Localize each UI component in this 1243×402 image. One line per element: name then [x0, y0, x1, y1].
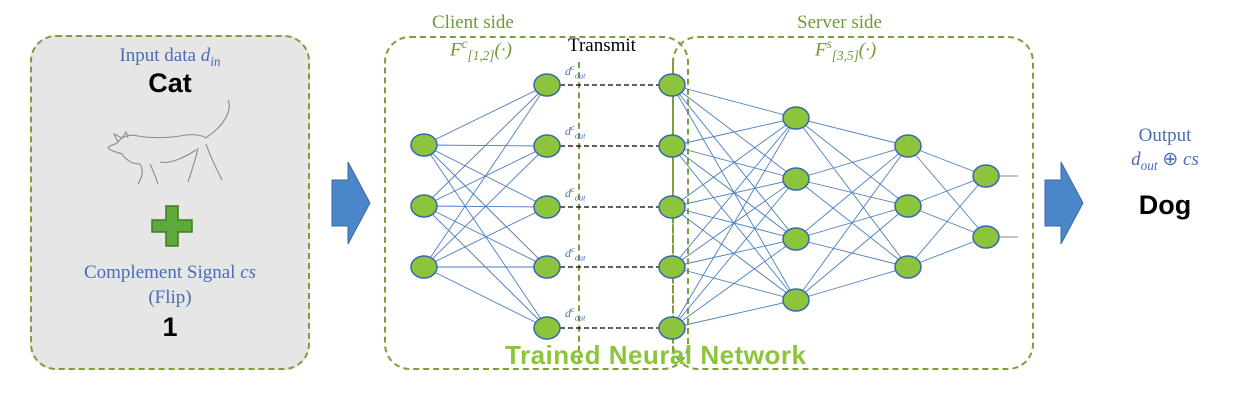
network-edge [795, 266, 909, 301]
client-function: Fc[1,2](·) [450, 36, 512, 64]
right-arrow-icon [331, 161, 371, 245]
network-edge [795, 117, 909, 207]
transmit-signal-label: dcout [565, 245, 586, 263]
output-expression: dout ⊕ cs [1131, 149, 1199, 173]
network-edge [423, 206, 548, 268]
network-edge [423, 266, 548, 329]
transmit-signal-label: dcout [565, 63, 586, 81]
input-data-label: Input data din [30, 45, 310, 70]
network-edge [671, 117, 797, 329]
network-edge [671, 117, 797, 268]
network-node [533, 195, 561, 219]
network-node [533, 255, 561, 279]
network-edge [795, 145, 909, 240]
network-node [782, 288, 810, 312]
network-node [972, 164, 1000, 188]
input-data-text: Input data [119, 45, 196, 66]
complement-signal-symbol: cs [240, 262, 257, 283]
transmit-signal-label: dcout [565, 185, 586, 203]
cat-sketch-icon [107, 99, 230, 185]
plus-icon [151, 205, 193, 247]
network-node [658, 195, 686, 219]
network-edge [795, 145, 909, 180]
network-edge [907, 145, 987, 177]
transmit-signal-label: dcout [565, 305, 586, 323]
network-edge [423, 84, 548, 146]
network-edge [907, 236, 987, 268]
network-edge [671, 117, 797, 208]
network-edge [907, 175, 987, 268]
network-node [410, 194, 438, 218]
network-node [782, 106, 810, 130]
output-value: Dog [1138, 190, 1192, 220]
transmit-signal-label: dcout [565, 123, 586, 141]
network-node [782, 167, 810, 191]
network-edge [671, 238, 797, 329]
network-node [894, 255, 922, 279]
network-node [658, 255, 686, 279]
network-edge [671, 299, 797, 329]
network-title: Trained Neural Network [505, 340, 807, 370]
network-node [894, 194, 922, 218]
transmit-label: Transmit [568, 35, 636, 56]
complement-signal-label: Complement Signal cs [30, 262, 310, 284]
network-edge [423, 84, 548, 268]
network-edge [671, 117, 797, 147]
network-edge [423, 84, 548, 207]
network-node [533, 134, 561, 158]
network-edge [907, 145, 987, 238]
network-node [782, 227, 810, 251]
server-function: Fs[3,5](·) [815, 36, 877, 64]
network-node [894, 134, 922, 158]
network-node [533, 316, 561, 340]
output-arrow-icon [1044, 161, 1084, 245]
complement-signal-text: Complement Signal [83, 262, 236, 283]
network-edge [795, 205, 909, 301]
network-edge [671, 84, 797, 119]
network-edge [795, 145, 909, 301]
network-node [972, 225, 1000, 249]
output-label: Output [1138, 125, 1192, 146]
network-edge [423, 145, 548, 268]
network-node [658, 316, 686, 340]
network-edge [795, 117, 909, 147]
server-side-title: Server side [797, 12, 882, 33]
client-boundary-line [578, 62, 580, 362]
input-panel [30, 35, 310, 370]
network-node [533, 73, 561, 97]
complement-mode: (Flip) [148, 287, 192, 308]
network-node [410, 133, 438, 157]
network-node [410, 255, 438, 279]
network-edge [671, 178, 797, 329]
input-value: Cat [148, 68, 192, 98]
network-edge [907, 175, 987, 207]
input-data-symbol: din [200, 45, 221, 69]
network-node [658, 134, 686, 158]
network-node [658, 73, 686, 97]
client-side-title: Client side [432, 12, 514, 33]
complement-value: 1 [162, 312, 178, 342]
